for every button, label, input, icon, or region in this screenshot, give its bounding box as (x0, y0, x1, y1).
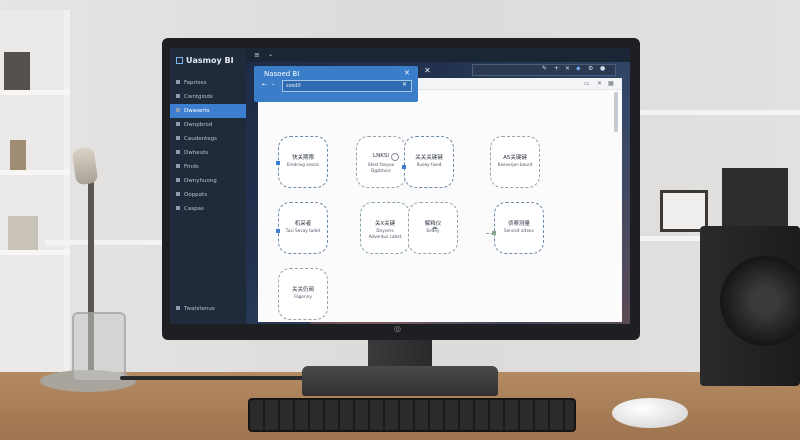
desk-lamp-pole (88, 170, 94, 370)
monitor-logo-icon: ◎ (394, 324, 401, 333)
nav-item-icon (176, 108, 180, 112)
node-n3[interactable]: 关关关键键 Ruoey tixed (402, 136, 454, 188)
dialog-search-input[interactable]: sosd0 (282, 80, 412, 92)
close-icon[interactable]: ✕ (404, 69, 410, 77)
app-title: Uasmoy BI (176, 56, 234, 65)
dialog-title: Nasoed BI (264, 70, 300, 78)
mouse (612, 398, 688, 428)
nav-item-icon (176, 150, 180, 154)
menu-icon[interactable]: ≡ (254, 51, 260, 59)
node-n1[interactable]: 快关期限 Eredsivg sesois (276, 136, 328, 188)
pencil-icon[interactable]: ✎ (542, 65, 548, 72)
glass-vase (72, 312, 126, 382)
vertical-scrollbar[interactable] (614, 92, 618, 132)
node-n9[interactable]: 关关仍阀 Fagenny (278, 268, 328, 320)
sidebar-item-6[interactable]: Frnds (170, 160, 246, 174)
clear-input-icon[interactable]: ✕ (402, 81, 408, 88)
port[interactable] (402, 165, 406, 169)
sidebar-item-0[interactable]: Faprioss (170, 76, 246, 90)
nav-item-icon (176, 122, 180, 126)
app-logo-icon (176, 57, 183, 64)
nav-item-icon (176, 178, 180, 182)
plus-icon[interactable]: + (554, 65, 560, 72)
maximize-icon[interactable]: ▭ (584, 80, 590, 87)
sidebar-footer[interactable]: Twatstenus (176, 306, 215, 312)
port[interactable] (276, 161, 280, 165)
node-n7[interactable]: 解释仪 Eedey ☁ (408, 202, 458, 254)
node-n5[interactable]: 机采者 Tusi Sevay tadet (276, 202, 328, 254)
port[interactable] (276, 229, 280, 233)
nav-item-icon (176, 164, 180, 168)
keyboard (248, 398, 576, 432)
close-icon[interactable]: ✕ (565, 65, 571, 72)
monitor-base (302, 366, 498, 396)
status-ring-icon (391, 153, 399, 161)
chevron-down-icon[interactable]: ⌄ (271, 81, 276, 87)
nav-item-icon (176, 80, 180, 84)
monitor-screen: Uasmoy BI Faprioss Cwntgiods Dwaserts Dw… (170, 48, 630, 324)
cloud-icon: ☁ (431, 223, 438, 231)
node-n2[interactable]: LNKSI Stest faeyoo Dgzbtvce (356, 136, 406, 188)
speaker-top (722, 168, 788, 230)
node-n6[interactable]: 关X关键 Dnyvers Adverdus cabet (360, 202, 412, 254)
avatar-icon[interactable]: ● (600, 65, 606, 72)
bookshelf-middle (45, 240, 165, 380)
chevron-down-icon[interactable]: ⌄ (268, 51, 274, 58)
cable (120, 376, 370, 380)
sidebar-item-3[interactable]: Dwnpbrod (170, 118, 246, 132)
sidebar: Uasmoy BI Faprioss Cwntgiods Dwaserts Dw… (170, 48, 246, 324)
sidebar-item-4[interactable]: Caudentegs (170, 132, 246, 146)
gear-icon[interactable]: ⚙ (588, 65, 594, 72)
sidebar-item-5[interactable]: Dwheuts (170, 146, 246, 160)
picture-frame (660, 190, 708, 232)
footer-icon (176, 306, 180, 310)
sidebar-item-8[interactable]: Ooppats (170, 188, 246, 202)
search-dialog: Nasoed BI ✕ ← ⌄ sosd0 ✕ (254, 66, 418, 102)
settings-icon[interactable]: ▦ (608, 80, 614, 87)
bookshelf-left (0, 10, 70, 380)
diagram-canvas[interactable]: ▭ ✕ ▦ 快关期限 Eredsivg sesois LNKSI Stest f… (258, 78, 622, 322)
star-icon[interactable]: ◆ (576, 65, 581, 72)
sidebar-item-2[interactable]: Dwaserts (170, 104, 246, 118)
top-bar: ≡ ⌄ (246, 48, 630, 62)
top-search-box[interactable] (472, 64, 616, 76)
nav-item-icon (176, 192, 180, 196)
sidebar-item-1[interactable]: Cwntgiods (170, 90, 246, 104)
close-icon[interactable]: ✕ (424, 66, 431, 75)
sidebar-item-9[interactable]: Caspas (170, 202, 246, 216)
sidebar-nav: Faprioss Cwntgiods Dwaserts Dwnpbrod Cau… (170, 76, 246, 216)
speaker (700, 226, 800, 386)
node-n8[interactable]: 侦察测量 Senceit aiteov (492, 202, 544, 254)
nav-item-icon (176, 94, 180, 98)
nav-item-icon (176, 206, 180, 210)
node-n4[interactable]: A5关键键 Kaeverjon beurd (490, 136, 540, 188)
sidebar-item-7[interactable]: Dwnyhuong (170, 174, 246, 188)
back-arrow-icon[interactable]: ← (262, 81, 268, 88)
close-icon[interactable]: ✕ (597, 80, 603, 87)
nav-item-icon (176, 136, 180, 140)
port[interactable] (492, 231, 496, 235)
